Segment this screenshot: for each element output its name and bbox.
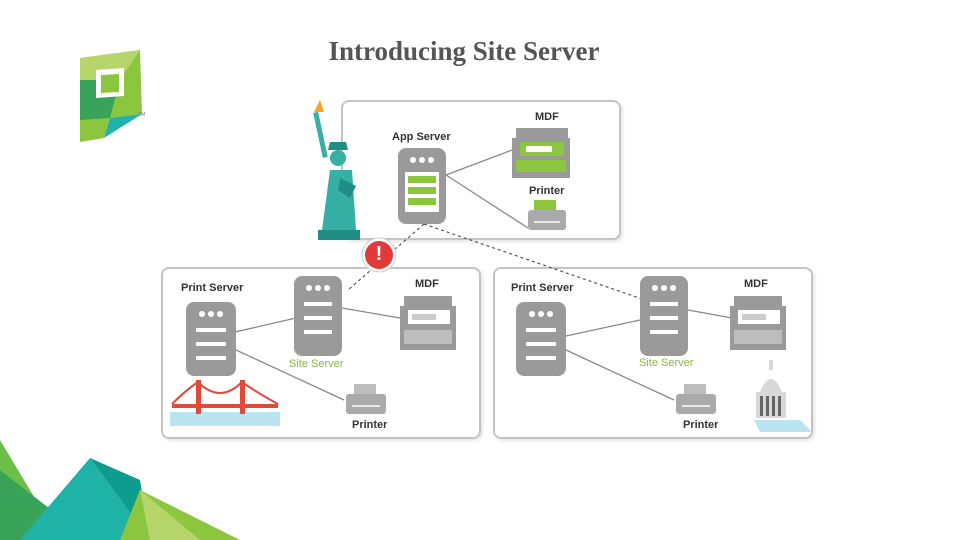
left-site-server-label: Site Server	[289, 358, 344, 370]
left-mdf-label: MDF	[415, 278, 439, 290]
trademark-mark: TM	[138, 112, 146, 118]
mdf-printer-icon	[512, 128, 570, 178]
left-site-server-icon	[294, 276, 342, 356]
app-server-icon	[398, 148, 446, 224]
right-printer-label: Printer	[683, 419, 719, 431]
link-left-print-printer	[235, 349, 345, 401]
hq-mdf-label: MDF	[535, 111, 559, 123]
left-printer-label: Printer	[352, 419, 388, 431]
link-right-site-mdf	[687, 309, 733, 319]
right-site-server-icon	[640, 276, 688, 356]
left-printer-icon	[346, 384, 386, 414]
statue-of-liberty-icon	[313, 100, 360, 240]
golden-gate-bridge-icon	[170, 380, 280, 426]
right-printer-icon	[676, 384, 716, 414]
corner-decoration	[0, 440, 240, 540]
left-print-server-icon	[186, 302, 236, 376]
right-site-server-label: Site Server	[639, 357, 694, 369]
link-left-site-mdf	[341, 307, 401, 319]
link-app-printer	[445, 174, 529, 229]
link-left-print-site	[234, 317, 297, 333]
right-print-server-label: Print Server	[511, 282, 574, 294]
right-print-server-icon	[516, 302, 566, 376]
right-mdf-label: MDF	[744, 278, 768, 290]
right-mdf-icon	[730, 296, 786, 350]
alert-symbol: !	[375, 243, 383, 265]
capitol-building-icon	[754, 360, 812, 432]
app-server-label: App Server	[392, 131, 451, 143]
left-mdf-icon	[400, 296, 456, 350]
papercut-logo	[80, 50, 142, 142]
link-right-print-site	[565, 319, 641, 337]
link-wan-right	[423, 223, 646, 301]
link-right-print-printer	[565, 349, 675, 401]
link-app-mdf	[445, 149, 513, 176]
hq-printer-label: Printer	[529, 185, 565, 197]
printer-icon	[528, 200, 566, 230]
left-print-server-label: Print Server	[181, 282, 244, 294]
page-title: Introducing Site Server	[328, 36, 600, 66]
alert-icon	[361, 237, 397, 273]
